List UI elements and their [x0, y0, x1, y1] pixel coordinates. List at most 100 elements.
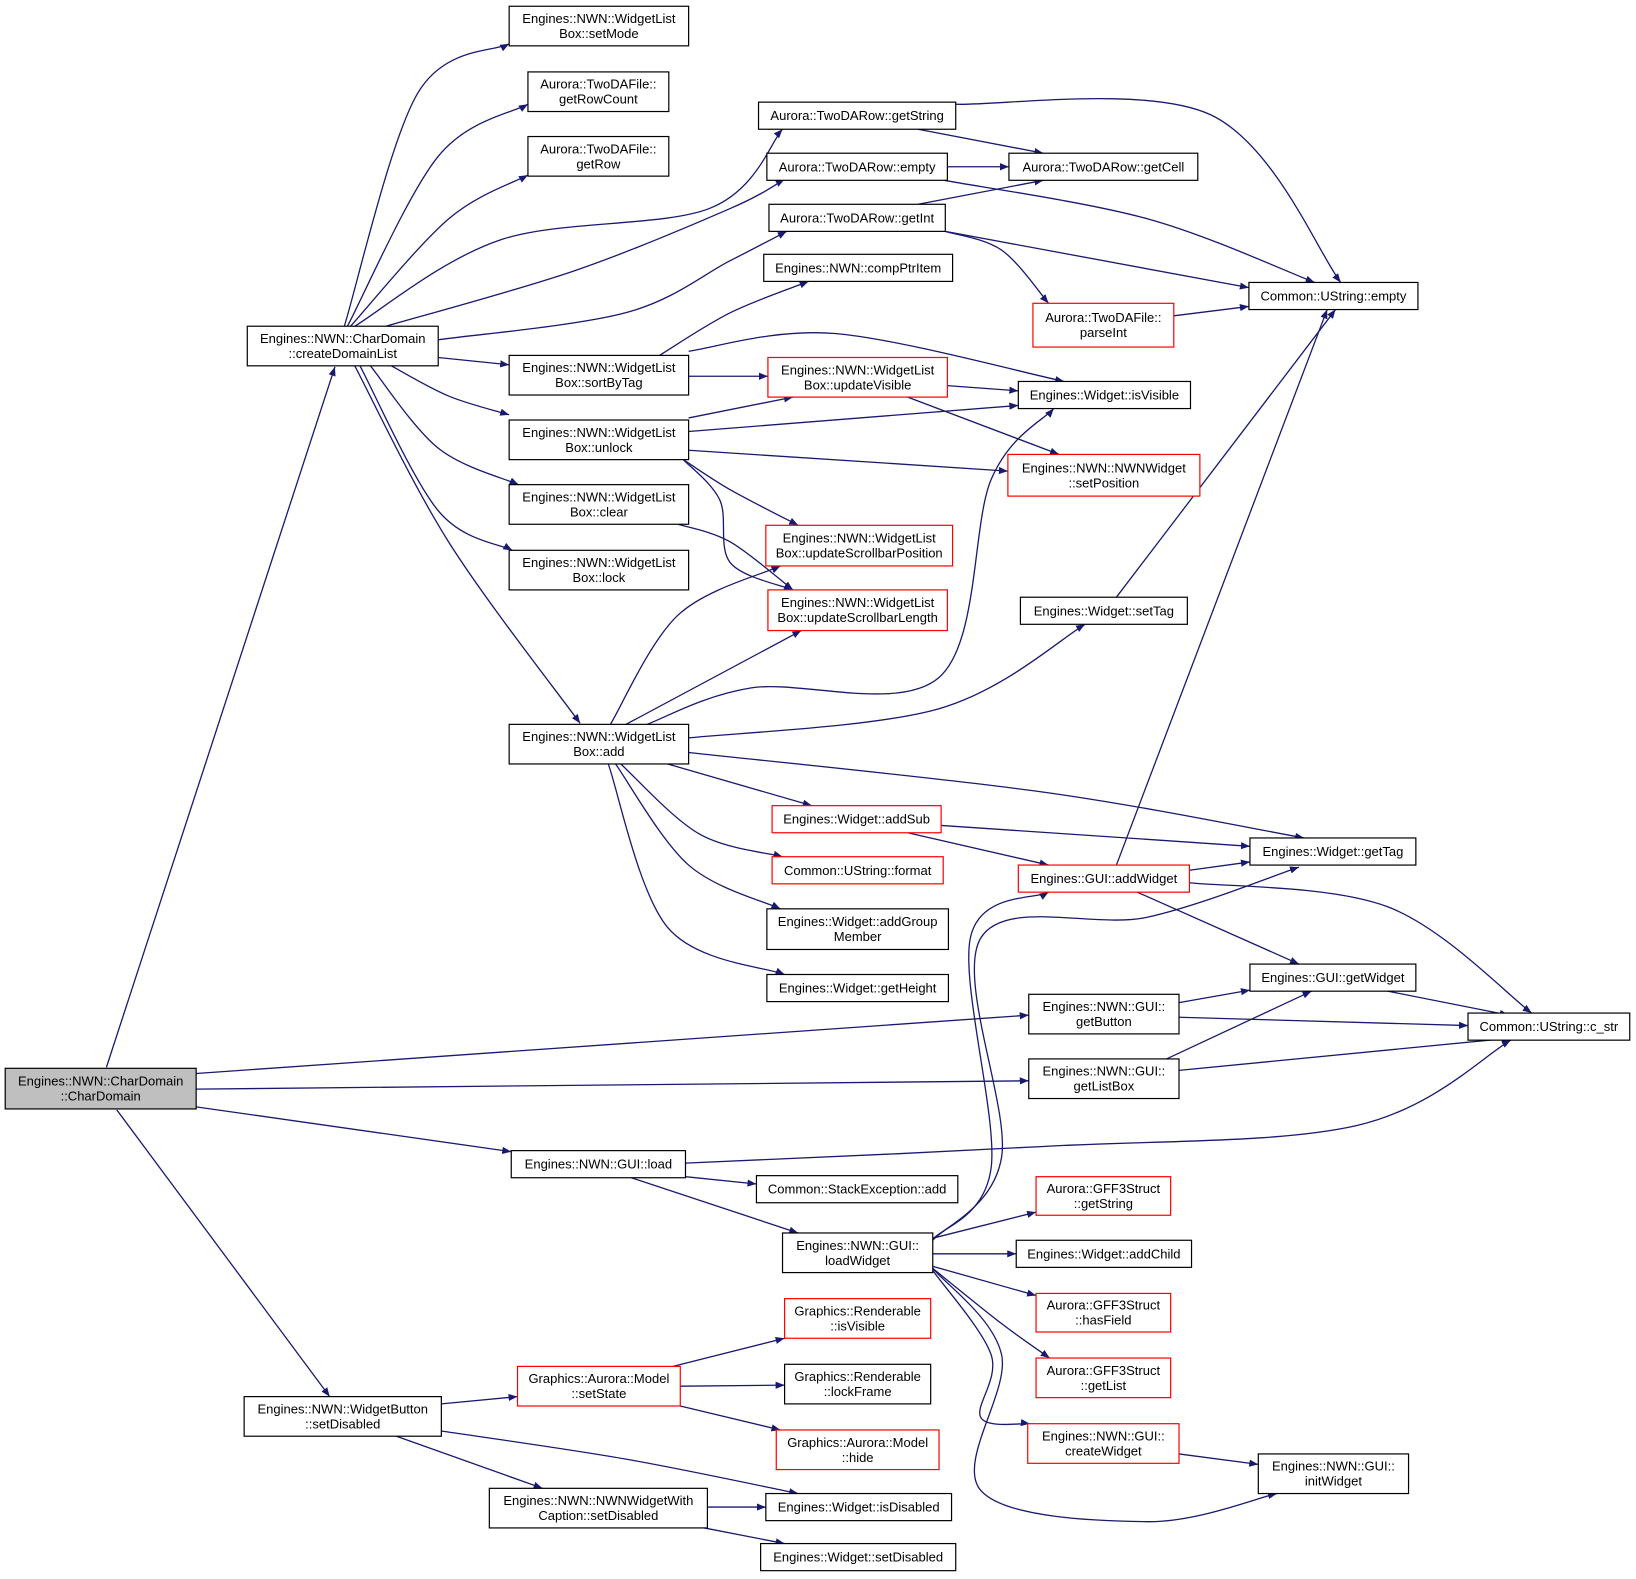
node-box[interactable]	[1257, 1453, 1410, 1495]
node-box[interactable]	[765, 524, 954, 567]
node-box[interactable]	[767, 356, 948, 398]
graph-node[interactable]: Engines::Widget::setTag	[1019, 596, 1188, 625]
node-box[interactable]	[508, 484, 690, 525]
node-box[interactable]	[1007, 453, 1201, 497]
node-box[interactable]	[755, 1175, 959, 1204]
node-box[interactable]	[775, 1429, 940, 1471]
graph-node[interactable]: Engines::NWN::WidgetListBox::updateScrol…	[767, 589, 948, 632]
graph-node[interactable]: Aurora::TwoDARow::empty	[766, 152, 948, 181]
graph-node[interactable]: Aurora::TwoDARow::getString	[757, 101, 957, 130]
node-box[interactable]	[1017, 864, 1191, 893]
node-box[interactable]	[784, 1298, 932, 1339]
node-box[interactable]	[4, 1067, 197, 1110]
node-box[interactable]	[508, 549, 690, 591]
node-box[interactable]	[1249, 837, 1417, 866]
node-box[interactable]	[1027, 1423, 1180, 1464]
graph-node[interactable]: Aurora::TwoDAFile::parseInt	[1032, 302, 1175, 348]
graph-node[interactable]: Engines::NWN::GUI::getButton	[1028, 993, 1180, 1035]
graph-node[interactable]: Engines::NWN::GUI::loadWidget	[781, 1232, 934, 1274]
node-box[interactable]	[1008, 152, 1199, 181]
graph-node[interactable]: Engines::NWN::CharDomain::createDomainLi…	[246, 325, 439, 367]
graph-node[interactable]: Engines::NWN::compPtrItem	[763, 253, 954, 283]
node-box[interactable]	[760, 1542, 957, 1572]
node-box[interactable]	[508, 723, 690, 765]
graph-node[interactable]: Graphics::Renderable::isVisible	[784, 1298, 932, 1339]
graph-node[interactable]: Engines::NWN::GUI::initWidget	[1257, 1453, 1410, 1495]
node-box[interactable]	[527, 135, 670, 177]
graph-node[interactable]: Engines::Widget::setDisabled	[760, 1542, 957, 1572]
graph-node[interactable]: Engines::NWN::CharDomain::CharDomain	[4, 1067, 197, 1110]
node-box[interactable]	[508, 419, 690, 461]
node-box[interactable]	[784, 1363, 932, 1405]
graph-node[interactable]: Engines::NWN::WidgetListBox::updateVisib…	[767, 356, 948, 398]
graph-node[interactable]: Engines::Widget::addChild	[1015, 1239, 1193, 1268]
node-box[interactable]	[1017, 380, 1192, 410]
graph-node[interactable]: Common::UString::c_str	[1467, 1012, 1631, 1041]
node-box[interactable]	[768, 203, 946, 232]
graph-node[interactable]: Aurora::GFF3Struct::hasField	[1035, 1292, 1172, 1333]
node-box[interactable]	[771, 856, 944, 885]
node-box[interactable]	[1028, 1058, 1180, 1100]
graph-node[interactable]: Engines::Widget::addSub	[771, 805, 942, 834]
node-box[interactable]	[1035, 1176, 1172, 1216]
node-box[interactable]	[1028, 993, 1180, 1035]
node-box[interactable]	[766, 908, 950, 951]
node-box[interactable]	[771, 805, 942, 834]
node-box[interactable]	[1249, 963, 1417, 992]
graph-node[interactable]: Graphics::Renderable::lockFrame	[784, 1363, 932, 1405]
node-box[interactable]	[488, 1487, 709, 1529]
graph-node[interactable]: Graphics::Aurora::Model::setState	[516, 1365, 681, 1407]
node-box[interactable]	[1035, 1292, 1172, 1333]
graph-node[interactable]: Common::UString::empty	[1248, 281, 1419, 311]
graph-node[interactable]: Common::StackException::add	[755, 1175, 959, 1204]
node-box[interactable]	[767, 589, 948, 632]
node-box[interactable]	[1467, 1012, 1631, 1041]
graph-node[interactable]: Graphics::Aurora::Model::hide	[775, 1429, 940, 1471]
graph-node[interactable]: Engines::NWN::GUI::load	[510, 1150, 687, 1179]
graph-node[interactable]: Engines::NWN::GUI::getListBox	[1028, 1058, 1180, 1100]
graph-node[interactable]: Engines::Widget::isDisabled	[765, 1492, 953, 1522]
graph-node[interactable]: Engines::NWN::GUI::createWidget	[1027, 1423, 1180, 1464]
graph-node[interactable]: Engines::Widget::isVisible	[1017, 380, 1192, 410]
node-box[interactable]	[516, 1365, 681, 1407]
node-box[interactable]	[757, 101, 957, 130]
node-box[interactable]	[765, 1492, 953, 1522]
node-box[interactable]	[763, 253, 954, 283]
graph-node[interactable]: Engines::NWN::WidgetListBox::updateScrol…	[765, 524, 954, 567]
node-box[interactable]	[1248, 281, 1419, 311]
graph-node[interactable]: Engines::Widget::getHeight	[766, 973, 950, 1003]
graph-node[interactable]: Aurora::TwoDARow::getCell	[1008, 152, 1199, 181]
node-box[interactable]	[508, 354, 690, 396]
graph-node[interactable]: Aurora::TwoDAFile::getRowCount	[527, 71, 670, 113]
graph-node[interactable]: Engines::NWN::WidgetButton::setDisabled	[243, 1396, 442, 1437]
node-box[interactable]	[243, 1396, 442, 1437]
node-box[interactable]	[781, 1232, 934, 1274]
graph-node[interactable]: Engines::NWN::NWNWidgetWithCaption::setD…	[488, 1487, 709, 1529]
node-box[interactable]	[510, 1150, 687, 1179]
graph-node[interactable]: Aurora::TwoDAFile::getRow	[527, 135, 670, 177]
graph-node[interactable]: Engines::GUI::getWidget	[1249, 963, 1417, 992]
node-box[interactable]	[1032, 302, 1175, 348]
graph-node[interactable]: Aurora::GFF3Struct::getList	[1035, 1357, 1172, 1399]
node-box[interactable]	[508, 5, 690, 47]
node-box[interactable]	[1019, 596, 1188, 625]
graph-node[interactable]: Engines::Widget::getTag	[1249, 837, 1417, 866]
graph-node[interactable]: Aurora::TwoDARow::getInt	[768, 203, 946, 232]
graph-node[interactable]: Engines::GUI::addWidget	[1017, 864, 1191, 893]
node-box[interactable]	[1015, 1239, 1193, 1268]
node-box[interactable]	[766, 973, 950, 1003]
graph-node[interactable]: Engines::NWN::NWNWidget::setPosition	[1007, 453, 1201, 497]
node-box[interactable]	[527, 71, 670, 113]
graph-node[interactable]: Common::UString::format	[771, 856, 944, 885]
node-box[interactable]	[1035, 1357, 1172, 1399]
node-box[interactable]	[246, 325, 439, 367]
graph-node[interactable]: Aurora::GFF3Struct::getString	[1035, 1176, 1172, 1216]
node-box[interactable]	[766, 152, 948, 181]
